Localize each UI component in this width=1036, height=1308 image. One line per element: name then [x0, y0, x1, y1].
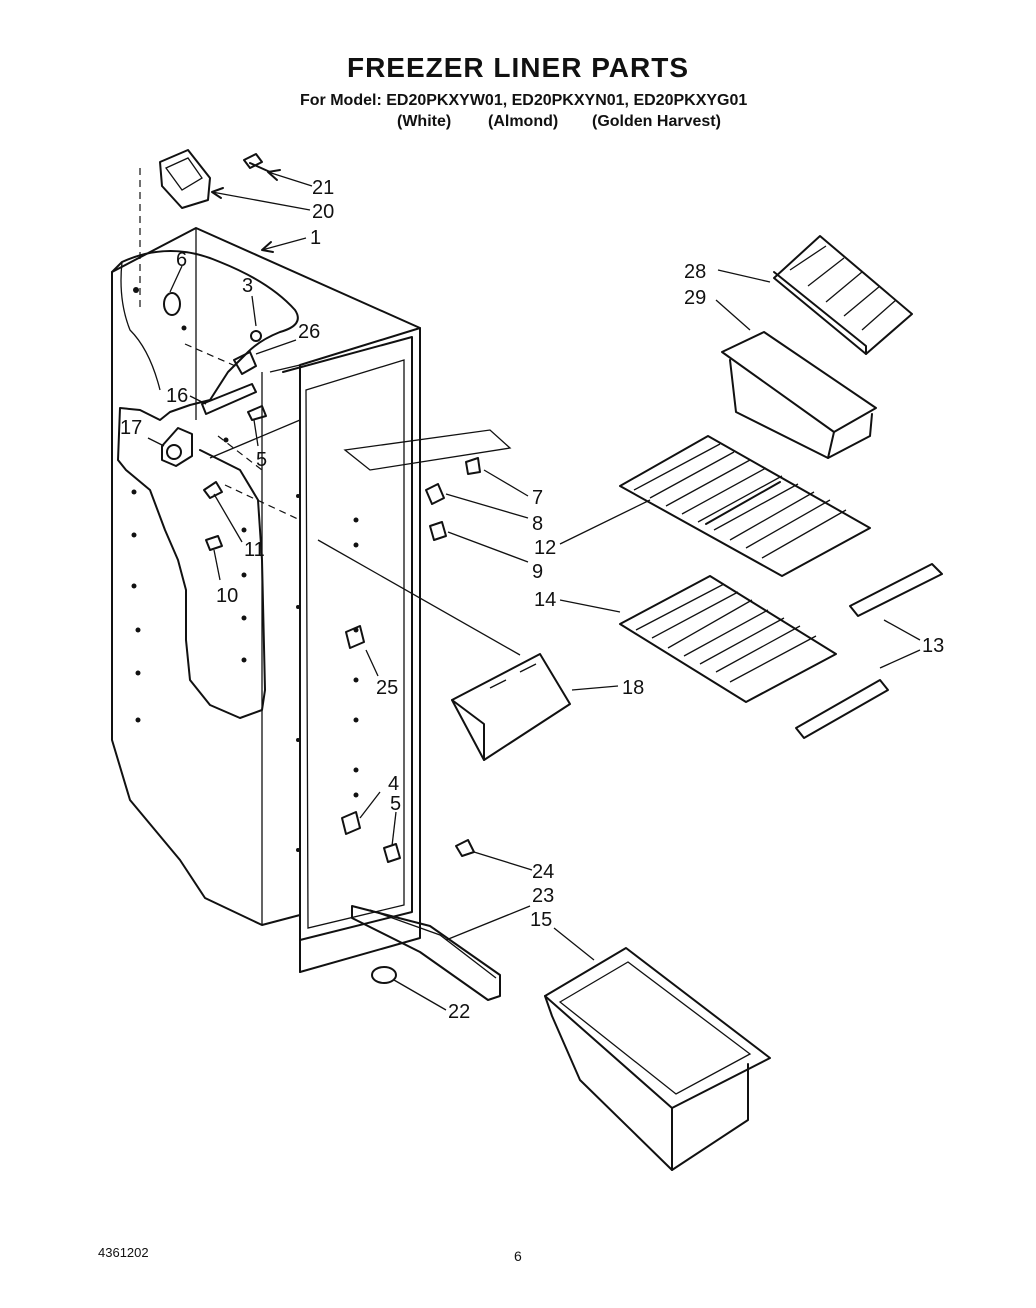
clip-part-7: [465, 457, 481, 475]
callout-7: 7: [532, 487, 543, 509]
clip-part-9: [429, 521, 447, 541]
shelf-support-part-13-upper: [849, 563, 943, 617]
page-number: 6: [514, 1248, 522, 1264]
screw-part-5-lower: [383, 843, 401, 863]
callout-4: 4: [388, 773, 399, 795]
callout-24: 24: [532, 861, 554, 883]
callout-12: 12: [534, 537, 556, 559]
screw-part-11: [203, 481, 223, 499]
callout-15: 15: [530, 909, 552, 931]
callout-3: 3: [242, 275, 253, 297]
wire-shelf-part-14: [619, 575, 837, 703]
callout-20: 20: [312, 201, 334, 223]
callout-25: 25: [376, 677, 398, 699]
color-almond: (Almond): [488, 113, 559, 130]
screw-part-3: [250, 330, 262, 342]
switch-part-25: [345, 625, 365, 649]
callout-6: 6: [176, 249, 187, 271]
model-1: ED20PKXYW01,: [386, 92, 508, 109]
callout-23: 23: [532, 885, 554, 907]
callout-8: 8: [532, 513, 543, 535]
model-2: ED20PKXYN01,: [511, 92, 629, 109]
callout-10: 10: [216, 585, 238, 607]
screw-part-10: [205, 535, 223, 551]
housing-part-20: [159, 149, 211, 209]
page-title: FREEZER LINER PARTS: [346, 52, 690, 83]
rail-part-23: [351, 905, 501, 1001]
freezer-liner: [111, 168, 521, 973]
callout-5-upper: 5: [256, 449, 267, 471]
clip-part-8: [425, 483, 445, 505]
callout-14: 14: [534, 589, 556, 611]
shelf-support-part-13-lower: [795, 679, 889, 739]
callout-17: 17: [120, 417, 142, 439]
callout-16: 16: [166, 385, 188, 407]
callout-21: 21: [312, 177, 334, 199]
callout-28: 28: [684, 261, 706, 283]
callout-5-lower: 5: [390, 793, 401, 815]
plug-part-6: [163, 292, 181, 316]
model-prefix: For Model:: [300, 92, 382, 109]
model-3: ED20PKXYG01: [633, 92, 748, 109]
color-golden-harvest: (Golden Harvest): [592, 113, 721, 130]
screw-part-24: [455, 839, 475, 857]
basket-part-15: [544, 947, 771, 1171]
liner-holes: [131, 287, 359, 852]
callout-18: 18: [622, 677, 644, 699]
thermostat-part-17: [161, 427, 193, 467]
callout-29: 29: [684, 287, 706, 309]
leader-lines: [147, 169, 921, 1011]
ice-tray-part-28: [773, 235, 913, 355]
color-white: (White): [397, 113, 452, 130]
model-line: For Model: ED20PKXYW01, ED20PKXYN01, ED2…: [300, 92, 747, 110]
pan-part-18: [451, 653, 571, 761]
cap-part-22: [371, 966, 397, 984]
wire-shelf-part-12: [619, 435, 871, 577]
bracket-part-4: [341, 811, 361, 835]
callout-1: 1: [310, 227, 321, 249]
callout-9: 9: [532, 561, 543, 583]
heater-part-16: [201, 383, 257, 415]
screw-part-5-upper: [247, 405, 267, 421]
ice-bin-part-29: [721, 331, 877, 459]
screw-part-21: [243, 153, 271, 173]
callout-22: 22: [448, 1001, 470, 1023]
callout-26: 26: [298, 321, 320, 343]
document-id: 4361202: [98, 1245, 149, 1260]
callout-11: 11: [244, 539, 265, 561]
callout-13: 13: [922, 635, 944, 657]
bracket-part-26: [233, 351, 257, 375]
